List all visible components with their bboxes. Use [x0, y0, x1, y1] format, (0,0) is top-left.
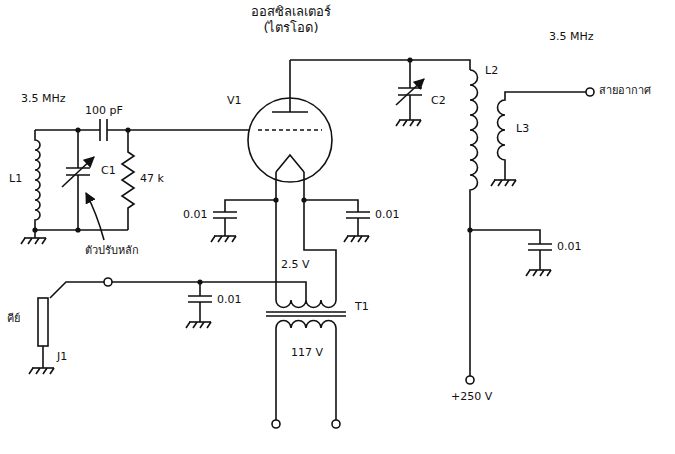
junction-dots [75, 227, 80, 232]
part-value: 47 k [139, 172, 165, 185]
triode-tube [248, 60, 336, 300]
primary-winding [276, 321, 336, 328]
terminal-label: คีย์ [6, 312, 21, 325]
part-name: C1 [100, 164, 117, 177]
junction-dots [197, 279, 202, 284]
antenna-terminal [586, 88, 594, 96]
c1-adjust-arrow [62, 157, 94, 187]
tube-grid [258, 129, 322, 131]
voltage-label: +250 V [450, 390, 493, 403]
part-value: 0.01 [556, 240, 583, 253]
wire [290, 60, 470, 70]
ground-symbol [344, 228, 369, 242]
tube-filament [276, 155, 304, 172]
c2-adjust-arrow [396, 79, 424, 105]
frequency-label: 3.5 MHz [548, 30, 595, 43]
wire [42, 346, 44, 360]
note-label: ตัวปรับหลัก [84, 244, 140, 257]
part-name: T1 [354, 300, 370, 313]
part-name: L3 [515, 122, 530, 135]
ground-symbol [491, 172, 516, 186]
resistor-47k [122, 130, 134, 230]
terminal [332, 420, 340, 428]
part-name: V1 [226, 94, 243, 107]
leader-arrow [86, 193, 104, 240]
ground-symbol [186, 314, 211, 328]
l3-coil [498, 92, 586, 172]
c2-variable-capacitor [398, 60, 422, 112]
key-circuit [29, 278, 212, 374]
part-name: L1 [8, 172, 23, 185]
junction-dots [407, 57, 412, 62]
terminal [272, 420, 280, 428]
filament-transformer [112, 282, 346, 428]
part-value: 0.01 [216, 293, 243, 306]
ground-symbol [29, 360, 54, 374]
frequency-label: 3.5 MHz [20, 92, 67, 105]
part-value: 0.01 [374, 208, 401, 221]
wire [35, 129, 249, 131]
primary-lead [276, 328, 336, 420]
wire [213, 200, 276, 228]
junction-dots [125, 127, 130, 132]
filament-bypass [211, 200, 370, 242]
junction-dots [32, 227, 37, 232]
terminal [104, 278, 112, 286]
part-value: 0.01 [182, 208, 209, 221]
ground-symbol [526, 262, 551, 276]
part-name: C2 [430, 94, 447, 107]
transformer-core [266, 312, 346, 316]
l1-coil [35, 130, 40, 230]
b-plus-terminal [466, 376, 474, 384]
terminal-label: สายอากาศ [598, 84, 652, 97]
voltage-label: 117 V [290, 346, 324, 359]
grid-tank-circuit [21, 119, 249, 244]
key-bypass-capacitor [188, 282, 212, 314]
ground-symbol [396, 112, 421, 126]
ground-symbol [211, 228, 236, 242]
b-plus-lead [469, 230, 471, 376]
filament-lead [276, 172, 336, 300]
tube-plate [272, 60, 308, 112]
wire [35, 229, 128, 231]
plate-tank-circuit [290, 60, 594, 384]
key-jack [38, 298, 48, 346]
part-value: 100 pF [84, 104, 124, 117]
junction-dots [75, 127, 80, 132]
key-lead [50, 282, 104, 298]
junction-dots [273, 197, 278, 202]
junction-dots [301, 197, 306, 202]
part-name: J1 [56, 350, 68, 363]
secondary-winding [276, 300, 336, 308]
plate-bypass-capacitor [470, 230, 552, 262]
center-tap [112, 282, 306, 300]
l2-coil [470, 70, 478, 230]
junction-dots [467, 227, 472, 232]
junction-dots [32, 57, 472, 284]
part-name: L2 [484, 64, 499, 77]
title-label: ออสซิลเลเตอร์ (ไตรโอด) [235, 4, 347, 35]
voltage-label: 2.5 V [280, 258, 311, 271]
capacitor-100pf [100, 119, 107, 141]
wire [304, 200, 370, 228]
